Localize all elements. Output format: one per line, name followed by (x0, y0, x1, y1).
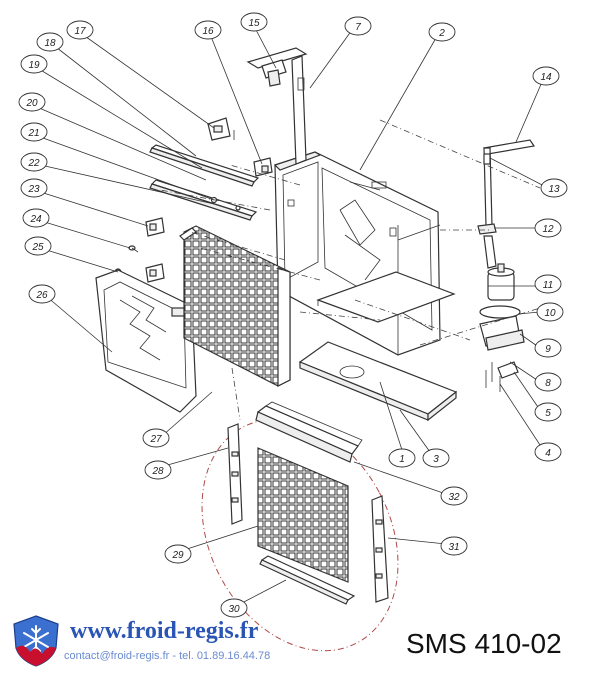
callout-10: 10 (536, 302, 564, 322)
svg-text:24: 24 (29, 214, 42, 225)
svg-text:2: 2 (438, 28, 445, 39)
svg-text:15: 15 (248, 18, 260, 29)
exploded-subassembly (201, 401, 399, 652)
svg-text:18: 18 (44, 38, 56, 49)
callout-11: 11 (534, 274, 562, 294)
callout-19: 19 (20, 54, 48, 74)
svg-text:1: 1 (399, 454, 405, 465)
model-code: SMS 410-02 (406, 628, 562, 659)
cabinet-body (273, 151, 441, 356)
clip-8 (491, 361, 519, 382)
clip-16 (253, 157, 273, 177)
callout-32: 32 (440, 486, 468, 506)
svg-text:10: 10 (544, 308, 556, 319)
svg-text:7: 7 (355, 22, 361, 33)
callout-23: 23 (20, 178, 48, 198)
website-link[interactable]: www.froid-regis.fr (70, 618, 259, 644)
svg-text:22: 22 (27, 158, 40, 169)
callout-2: 2 (428, 22, 456, 42)
contact-info: contact@froid-regis.fr - tel. 01.89.16.4… (64, 650, 271, 662)
callout-8: 8 (534, 372, 562, 392)
fixture-17 (207, 117, 235, 141)
callout-25: 25 (24, 236, 52, 256)
callout-13: 13 (540, 178, 568, 198)
svg-text:5: 5 (545, 408, 551, 419)
svg-text:20: 20 (25, 98, 38, 109)
pipe-assembly-14 (477, 139, 536, 269)
snowflake-shield-logo-icon (13, 615, 59, 667)
callout-5: 5 (534, 402, 562, 422)
svg-text:16: 16 (202, 26, 214, 37)
rail-21 (149, 179, 258, 221)
callouts: 1 2 3 4 5 7 8 9 10 11 12 13 14 15 16 17 … (18, 12, 568, 618)
svg-text:17: 17 (74, 26, 86, 37)
drip-tray-1 (298, 341, 458, 422)
svg-text:8: 8 (545, 378, 551, 389)
svg-text:19: 19 (28, 60, 40, 71)
screws-4 (485, 370, 501, 392)
callout-14: 14 (532, 66, 560, 86)
bar-18 (149, 144, 260, 187)
callout-21: 21 (20, 122, 48, 142)
svg-text:28: 28 (151, 466, 164, 477)
rear-column (246, 47, 308, 165)
screw-24 (128, 245, 139, 253)
condenser-grid-27 (179, 225, 291, 387)
svg-text:27: 27 (149, 434, 162, 445)
callout-22: 22 (20, 152, 48, 172)
callout-20: 20 (18, 92, 46, 112)
bracket-15 (261, 59, 287, 87)
callout-31: 31 (440, 536, 468, 556)
svg-text:26: 26 (35, 290, 48, 301)
callout-1: 1 (388, 448, 416, 468)
svg-text:12: 12 (542, 224, 554, 235)
callout-18: 18 (36, 32, 64, 52)
tray-support (316, 271, 456, 323)
svg-text:3: 3 (433, 454, 439, 465)
svg-text:11: 11 (543, 280, 553, 291)
callout-3: 3 (422, 448, 450, 468)
svg-text:13: 13 (548, 184, 560, 195)
callout-29: 29 (164, 544, 192, 564)
svg-text:30: 30 (228, 604, 240, 615)
pump-motor-11 (487, 263, 515, 301)
svg-text:32: 32 (448, 492, 460, 503)
pump-base-10 (479, 305, 525, 351)
svg-text:29: 29 (171, 550, 184, 561)
svg-text:21: 21 (27, 128, 39, 139)
callout-4: 4 (534, 442, 562, 462)
callout-27: 27 (142, 428, 170, 448)
connector-23 (145, 217, 165, 283)
front-panel-26 (95, 269, 197, 413)
svg-text:25: 25 (31, 242, 44, 253)
svg-text:14: 14 (540, 72, 552, 83)
callout-15: 15 (240, 12, 268, 32)
callout-12: 12 (534, 218, 562, 238)
svg-text:31: 31 (448, 542, 459, 553)
callout-9: 9 (534, 338, 562, 358)
callout-30: 30 (220, 598, 248, 618)
callout-16: 16 (194, 20, 222, 40)
callout-24: 24 (22, 208, 50, 228)
callout-7: 7 (344, 16, 372, 36)
svg-text:23: 23 (27, 184, 40, 195)
svg-text:9: 9 (545, 344, 551, 355)
callout-17: 17 (66, 20, 94, 40)
svg-text:4: 4 (545, 448, 551, 459)
callout-28: 28 (144, 460, 172, 480)
callout-leaders (29, 25, 549, 605)
callout-26: 26 (28, 284, 56, 304)
